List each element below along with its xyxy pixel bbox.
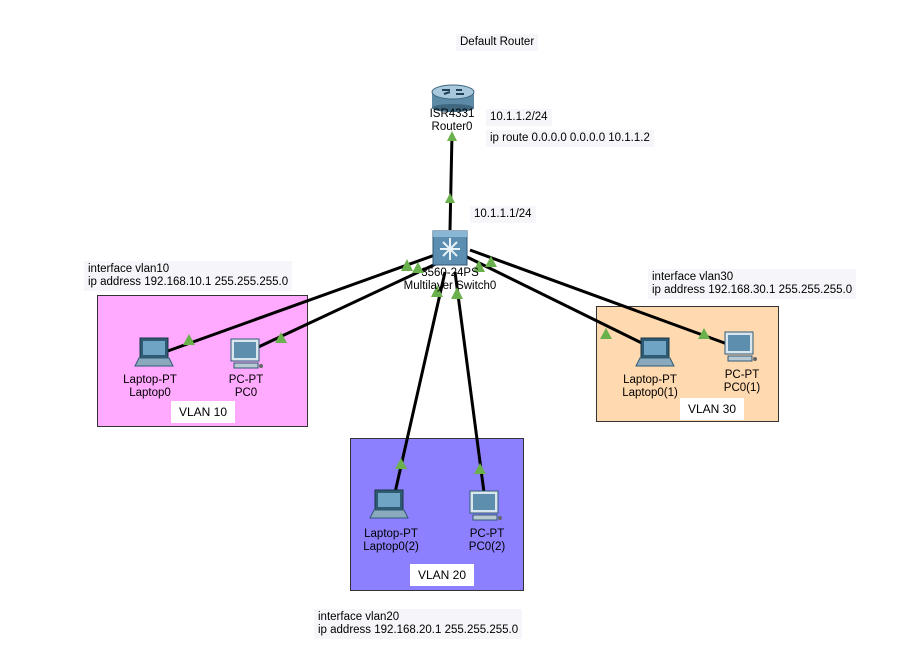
device-name: PC0(1)	[723, 382, 761, 394]
config-line: interface vlan10	[88, 263, 170, 275]
link-up-indicator	[183, 334, 195, 345]
link-router-switch	[448, 133, 454, 231]
link-up-indicator	[445, 193, 455, 203]
vlan10-label: VLAN 10	[171, 401, 236, 423]
router-model: ISR4331	[429, 108, 475, 120]
router-name: Router0	[431, 121, 473, 133]
device-model: PC-PT	[228, 374, 264, 386]
router-icon[interactable]	[430, 82, 476, 112]
device-model: PC-PT	[469, 528, 505, 540]
config-line: interface vlan30	[652, 271, 734, 283]
vlan20-label: VLAN 20	[410, 564, 475, 586]
diagram-title: Default Router	[456, 34, 539, 51]
switch-label: 3560-24PS Multilayer Switch0	[404, 267, 497, 293]
link-up-indicator	[474, 463, 486, 474]
vlan10-config: interface vlan10 ip address 192.168.10.1…	[84, 261, 293, 291]
pc-icon[interactable]	[722, 331, 758, 363]
vlan30-config: interface vlan30 ip address 192.168.30.1…	[648, 269, 857, 299]
link-up-indicator	[401, 259, 413, 271]
config-line: interface vlan20	[318, 611, 400, 623]
pc2-label: PC-PT PC0(2)	[469, 528, 505, 554]
link-up-indicator	[698, 328, 710, 339]
router-static-route: ip route 0.0.0.0 0.0.0.0 10.1.1.2	[486, 130, 654, 147]
link-up-indicator	[275, 332, 287, 343]
device-name: Laptop0(2)	[363, 541, 419, 553]
switch-name: Multilayer Switch0	[403, 280, 497, 292]
link-switch-pc1	[469, 248, 731, 347]
config-line: ip address 192.168.20.1 255.255.255.0	[318, 624, 519, 636]
device-model: Laptop-PT	[623, 374, 677, 386]
link-switch-laptop1	[464, 254, 661, 354]
pc1-label: PC-PT PC0(1)	[724, 369, 760, 395]
pc0-label: PC-PT PC0	[229, 374, 264, 400]
switch-model: 3560-24PS	[421, 267, 479, 279]
laptop0-label: Laptop-PT Laptop0	[123, 374, 177, 400]
vlan30-label: VLAN 30	[680, 398, 745, 420]
pc-icon[interactable]	[228, 338, 264, 370]
multilayer-switch-icon[interactable]	[432, 230, 468, 266]
laptop-icon[interactable]	[133, 337, 175, 367]
laptop-icon[interactable]	[368, 489, 410, 519]
link-up-indicator	[412, 262, 424, 273]
device-name: Laptop0	[129, 387, 171, 399]
pc-icon[interactable]	[467, 490, 503, 522]
link-up-indicator	[395, 458, 407, 469]
link-switch-pc2	[453, 271, 487, 501]
link-switch-pc0	[251, 260, 441, 352]
laptop-icon[interactable]	[634, 337, 676, 367]
link-up-indicator	[451, 287, 463, 299]
device-name: PC0(2)	[468, 541, 506, 553]
link-up-indicator	[473, 260, 485, 272]
config-line: ip address 192.168.30.1 255.255.255.0	[652, 284, 853, 296]
laptop1-label: Laptop-PT Laptop0(1)	[622, 374, 678, 400]
laptop2-label: Laptop-PT Laptop0(2)	[363, 528, 419, 554]
switch-ip: 10.1.1.1/24	[470, 206, 536, 223]
link-up-indicator	[431, 285, 443, 297]
vlan30-zone	[596, 306, 779, 422]
router-ip: 10.1.1.2/24	[486, 109, 552, 126]
device-name: Laptop0(1)	[622, 387, 678, 399]
vlan20-config: interface vlan20 ip address 192.168.20.1…	[314, 609, 523, 639]
device-model: PC-PT	[724, 369, 760, 381]
device-model: Laptop-PT	[364, 528, 418, 540]
link-switch-laptop2	[392, 271, 447, 498]
device-name: PC0	[234, 387, 258, 399]
link-up-indicator	[485, 256, 497, 267]
link-up-indicator	[600, 328, 612, 339]
config-line: ip address 192.168.10.1 255.255.255.0	[88, 276, 289, 288]
link-switch-laptop0	[164, 253, 436, 354]
device-model: Laptop-PT	[123, 374, 177, 386]
router-label: ISR4331 Router0	[430, 108, 475, 134]
link-up-indicator	[447, 131, 457, 141]
